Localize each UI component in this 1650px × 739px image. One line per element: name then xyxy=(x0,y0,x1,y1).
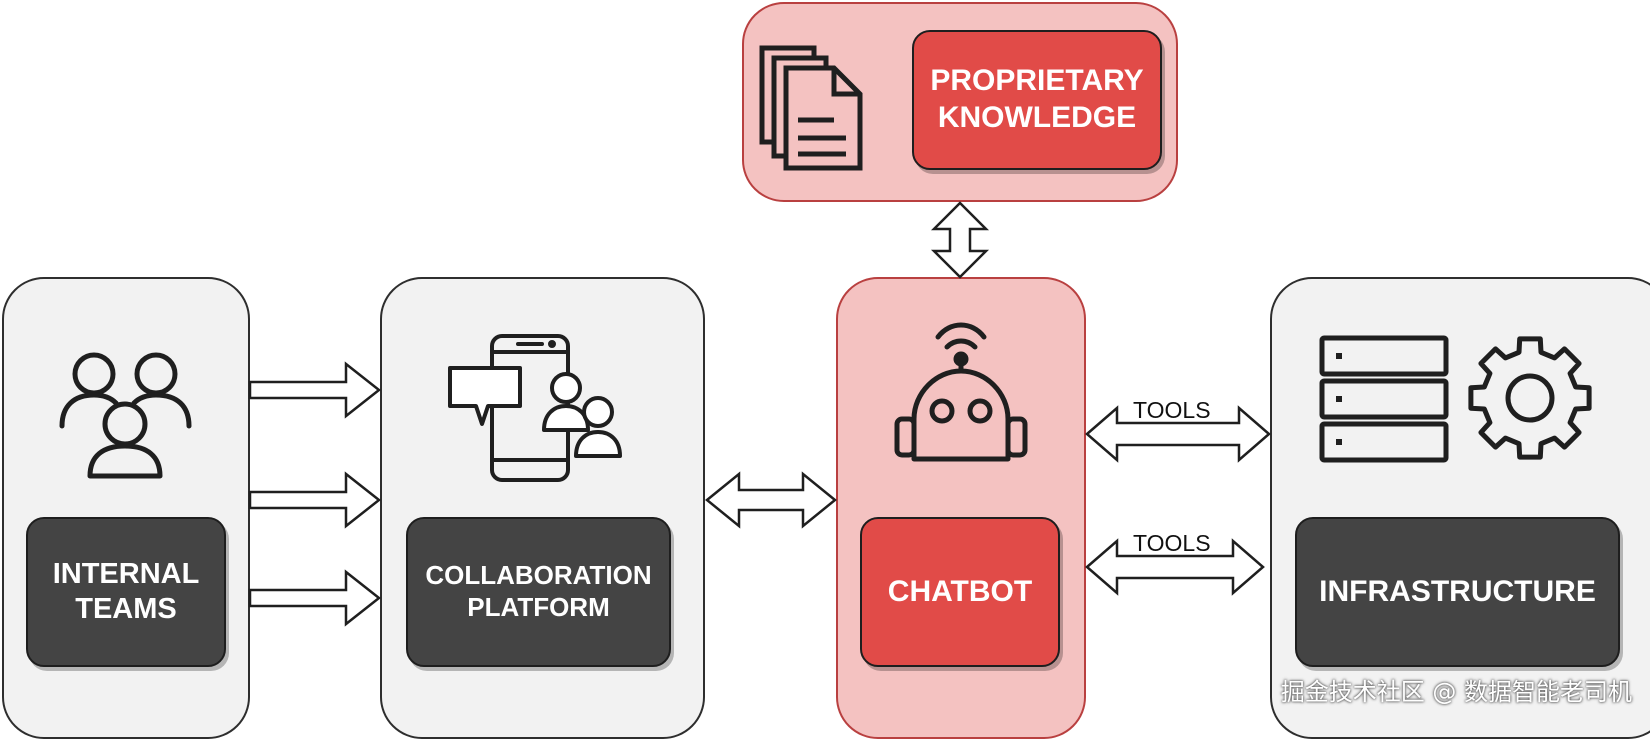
teams-to-platform-arrow-3 xyxy=(248,569,382,627)
chatbot-label: CHATBOT xyxy=(860,517,1060,667)
gear-icon xyxy=(1468,336,1592,460)
phone-chat-icon xyxy=(448,334,622,482)
people-icon xyxy=(59,352,192,479)
internal-teams-label: INTERNAL TEAMS xyxy=(26,517,226,667)
server-rack-icon xyxy=(1319,335,1449,463)
teams-to-platform-arrow-1 xyxy=(248,361,382,419)
infrastructure-label: INFRASTRUCTURE xyxy=(1295,517,1620,667)
tools-lower-arrow xyxy=(1085,538,1265,596)
knowledge-chatbot-arrow xyxy=(930,201,990,279)
documents-icon xyxy=(759,45,863,171)
tools-upper-label: TOOLS xyxy=(1133,397,1211,423)
platform-chatbot-arrow xyxy=(705,471,837,529)
teams-to-platform-arrow-2 xyxy=(248,471,382,529)
collaboration-platform-label: COLLABORATION PLATFORM xyxy=(406,517,671,667)
tools-upper-arrow xyxy=(1085,405,1271,463)
tools-lower-label: TOOLS xyxy=(1133,530,1211,556)
robot-icon xyxy=(894,322,1028,462)
watermark-text: 掘金技术社区 @ 数据智能老司机 xyxy=(1280,678,1632,706)
proprietary-knowledge-label: PROPRIETARY KNOWLEDGE xyxy=(912,30,1162,170)
